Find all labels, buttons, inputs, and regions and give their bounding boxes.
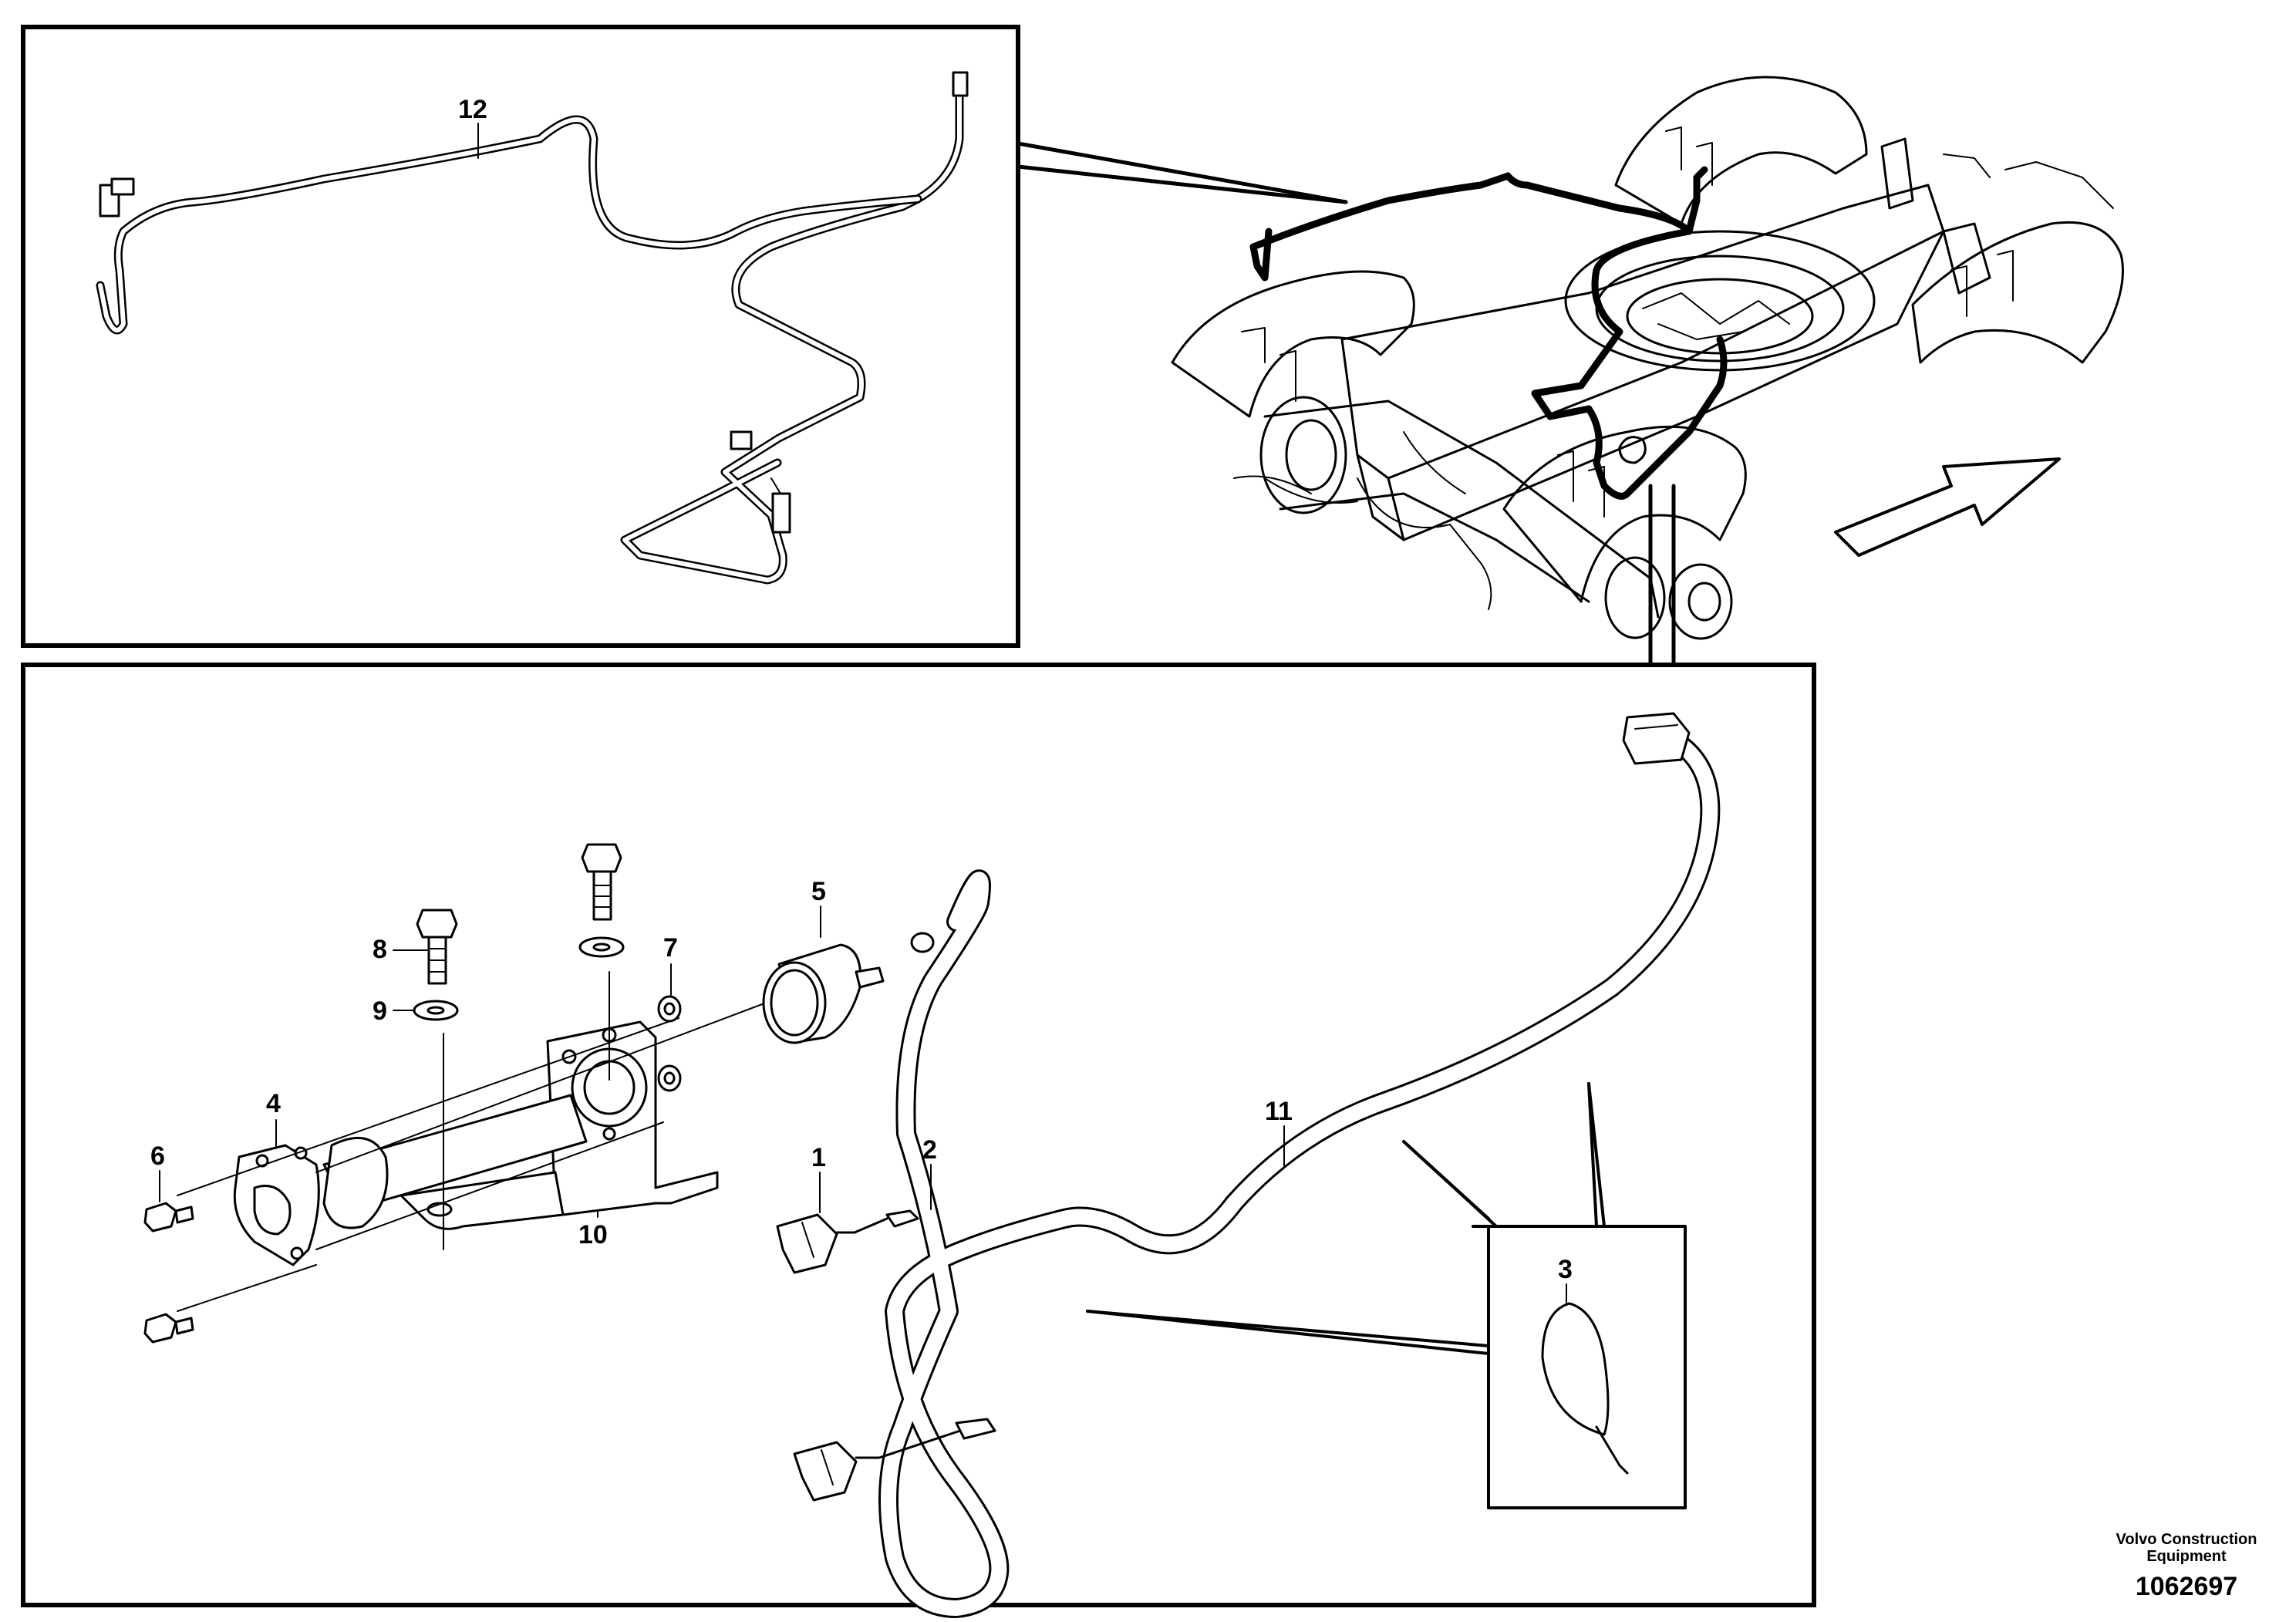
- callout-2: 2: [922, 1135, 937, 1210]
- footer-block: Volvo Construction Equipment 1062697: [2116, 1531, 2257, 1601]
- harness-12: [96, 71, 969, 585]
- callout-1: 1: [811, 1143, 826, 1213]
- callout-label: 6: [150, 1141, 165, 1171]
- callout-label: 3: [1558, 1255, 1573, 1284]
- callout-label: 12: [458, 95, 487, 124]
- callout-label: 4: [266, 1089, 281, 1118]
- callout-8: 8: [373, 935, 429, 964]
- callout-label: 1: [811, 1143, 826, 1172]
- detail-box-top: [21, 25, 1348, 648]
- callout-7: 7: [663, 933, 678, 996]
- drawing-number: 1062697: [2136, 1572, 2237, 1601]
- callout-label: 10: [578, 1220, 608, 1249]
- sensor-assembly: [143, 843, 885, 1344]
- cable-tie-detail: [1086, 1082, 1687, 1509]
- callout-6: 6: [150, 1141, 165, 1202]
- frame-overview: [1171, 76, 2124, 640]
- callout-3: 3: [1558, 1255, 1573, 1304]
- brand-line2: Equipment: [2146, 1548, 2227, 1565]
- callout-label: 8: [373, 935, 387, 964]
- callout-label: 2: [922, 1135, 937, 1165]
- callout-4: 4: [266, 1089, 281, 1148]
- callout-9: 9: [373, 996, 415, 1026]
- callout-label: 9: [373, 996, 387, 1026]
- detail-box-bottom: [21, 663, 1816, 1607]
- direction-arrow: [1834, 457, 2061, 557]
- brand-line1: Volvo Construction: [2116, 1531, 2257, 1548]
- callout-label: 11: [1265, 1097, 1293, 1126]
- callout-5: 5: [811, 877, 826, 938]
- callout-label: 7: [663, 933, 678, 963]
- harness-11: [776, 712, 1721, 1618]
- callout-label: 5: [811, 877, 826, 906]
- callout-12: 12: [458, 95, 487, 159]
- callout-11: 11: [1265, 1097, 1293, 1167]
- callout-10: 10: [578, 1210, 608, 1249]
